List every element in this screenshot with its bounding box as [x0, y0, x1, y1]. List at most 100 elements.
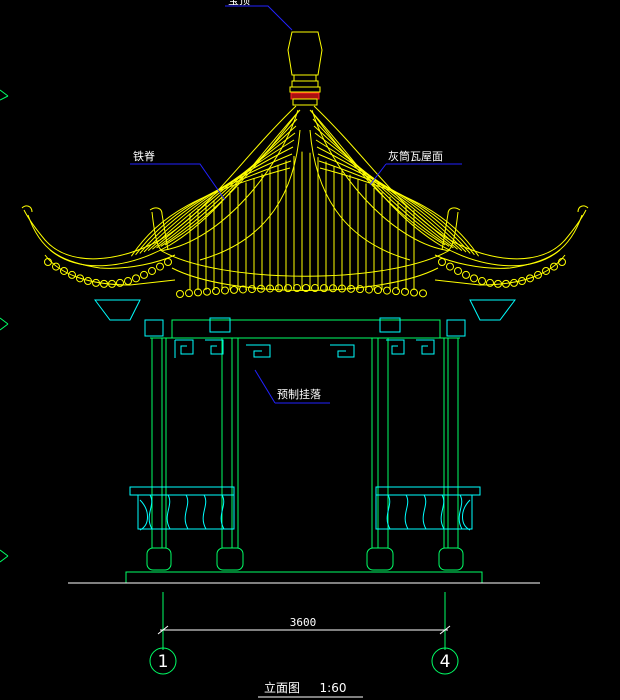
- tile-end: [494, 279, 502, 288]
- right-hip-outer: [313, 105, 587, 260]
- columns: [151, 337, 459, 549]
- tile-end: [266, 284, 274, 293]
- tile-line: [156, 125, 297, 249]
- balustrade-left: [129, 486, 235, 531]
- tile-end: [320, 284, 328, 293]
- tile-end: [401, 287, 409, 296]
- tile-line: [135, 160, 292, 256]
- tile-end: [311, 284, 319, 293]
- tile-end: [284, 284, 292, 293]
- right-outer-tip: [577, 205, 589, 213]
- tile-end: [100, 279, 108, 288]
- tile-end: [293, 284, 301, 293]
- tile-line: [317, 153, 471, 254]
- level-markers: [0, 89, 9, 563]
- tile-line: [318, 160, 475, 256]
- dimension-line: [157, 592, 451, 650]
- tile-end: [550, 262, 558, 271]
- tile-line: [319, 167, 480, 257]
- finial-ring-1: [291, 80, 319, 88]
- finial-ring-2: [289, 86, 321, 93]
- column-2: [221, 337, 239, 549]
- grid-bubble-4: 4: [431, 647, 459, 675]
- grid-label-4: 4: [440, 652, 451, 672]
- tile-end: [558, 258, 566, 266]
- tile-end: [230, 285, 238, 294]
- tile-end: [510, 278, 518, 287]
- tile-end: [124, 277, 132, 286]
- left-outer-tip: [21, 205, 33, 213]
- drawing-scale: 1:60: [320, 681, 347, 695]
- column-bases: [146, 547, 464, 571]
- front-eave-curve: [159, 249, 451, 277]
- tile-line: [160, 118, 298, 247]
- tile-end: [542, 266, 550, 275]
- tile-line: [152, 132, 296, 250]
- roof-tile-lines: [130, 111, 480, 290]
- pavilion-structure: [94, 299, 516, 584]
- tile-end: [60, 266, 68, 275]
- label-roof: 灰筒瓦屋面: [388, 149, 443, 163]
- grid-label-1: 1: [158, 652, 169, 672]
- tile-end: [356, 285, 364, 294]
- tile-end: [446, 262, 454, 271]
- tile-end: [185, 289, 193, 298]
- tile-end: [438, 258, 446, 266]
- tile-end: [486, 278, 494, 287]
- tile-line: [130, 167, 291, 257]
- front-ridge-left: [199, 129, 301, 261]
- finial-red-band: [290, 92, 320, 100]
- tile-end: [52, 262, 60, 271]
- label-finial: 宝顶: [228, 0, 250, 7]
- drawing-title: 立面图: [264, 680, 300, 695]
- right-corner-tip: [441, 207, 461, 251]
- tile-end: [347, 284, 355, 293]
- tile-line: [313, 125, 454, 249]
- tile-end: [383, 286, 391, 295]
- tile-line: [147, 139, 295, 251]
- balustrade-right: [375, 486, 481, 531]
- tile-end: [44, 258, 52, 266]
- tile-end: [454, 266, 462, 275]
- tile-end: [108, 279, 116, 288]
- tile-end: [76, 274, 84, 283]
- finial-neck: [293, 74, 317, 82]
- tile-end: [84, 277, 92, 286]
- tile-end: [470, 274, 478, 283]
- tile-line: [143, 146, 294, 253]
- right-hip-inner: [309, 109, 561, 267]
- tile-end: [502, 279, 510, 288]
- tile-end: [203, 287, 211, 296]
- grid-bubble-1: 1: [149, 647, 177, 675]
- tile-end: [132, 274, 140, 283]
- tile-end: [221, 286, 229, 295]
- tile-end: [302, 284, 310, 293]
- roof: [21, 31, 589, 298]
- left-hip-outer: [23, 105, 297, 260]
- label-ridge: 铁脊: [133, 149, 155, 163]
- column-1: [151, 337, 167, 549]
- column-4: [443, 337, 459, 549]
- left-corner-tip: [149, 207, 169, 251]
- leaders: [130, 5, 462, 404]
- tile-line: [316, 146, 467, 253]
- left-eave-lower: [27, 214, 176, 269]
- plinth: [125, 571, 483, 584]
- tile-end: [338, 284, 346, 293]
- tile-end: [392, 287, 400, 296]
- tile-end: [374, 286, 382, 295]
- dimension-text: 3600: [290, 616, 317, 629]
- tile-end: [92, 278, 100, 287]
- tile-end: [176, 290, 184, 298]
- tile-end: [116, 278, 124, 287]
- roof-tile-ends: [44, 258, 566, 298]
- tile-end: [419, 289, 427, 298]
- label-bracket: 预制挂落: [277, 387, 321, 401]
- tile-end: [68, 270, 76, 279]
- tile-end: [365, 285, 373, 294]
- tile-line: [314, 132, 458, 250]
- right-eave-lower: [434, 214, 583, 269]
- tile-end: [212, 287, 220, 296]
- tile-end: [462, 270, 470, 279]
